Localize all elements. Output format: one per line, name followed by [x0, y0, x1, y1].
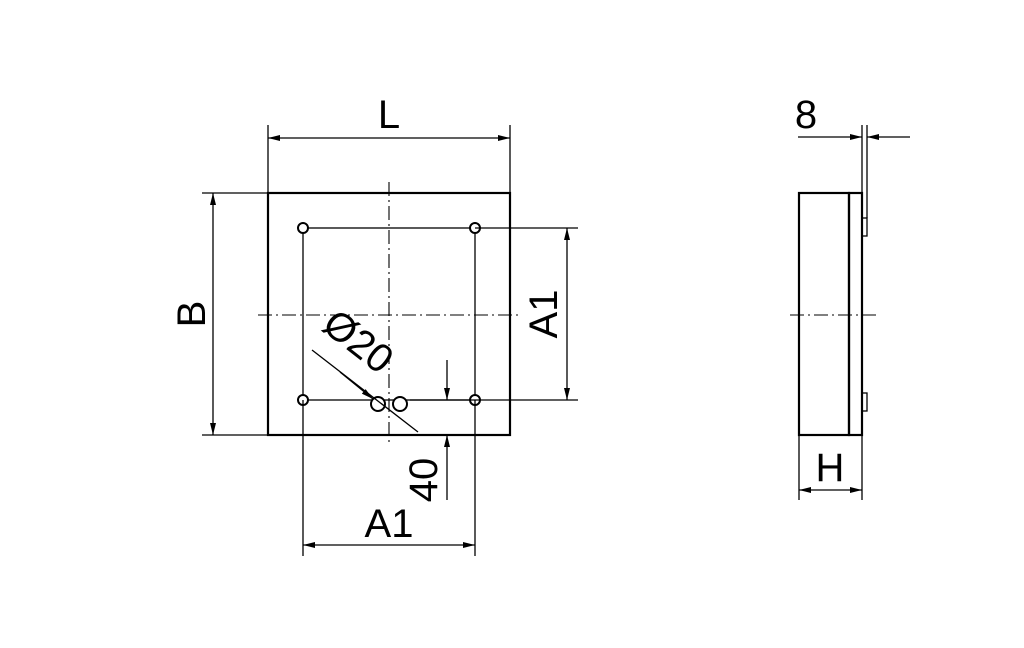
a1-horizontal-label: A1 — [365, 502, 414, 546]
thickness-label: 8 — [795, 93, 817, 137]
large-hole-right — [392, 396, 408, 412]
b-label: B — [170, 301, 214, 328]
corner-hole-top-left — [297, 222, 309, 234]
large-hole-left — [370, 396, 386, 412]
diameter-label: Ø20 — [315, 301, 402, 382]
side-body — [797, 191, 851, 437]
diameter-leader-arrow — [339, 371, 374, 400]
a1-vertical-label: A1 — [522, 290, 566, 339]
side-stud-top — [861, 217, 868, 237]
side-view: 8 H — [790, 93, 910, 500]
side-front-plate — [847, 191, 864, 437]
l-label: L — [378, 93, 400, 137]
depth-label: H — [816, 446, 845, 490]
front-view: L B A1 A1 40 Ø20 — [170, 93, 578, 556]
offset-label: 40 — [402, 458, 446, 503]
side-stud-bottom — [861, 392, 868, 412]
